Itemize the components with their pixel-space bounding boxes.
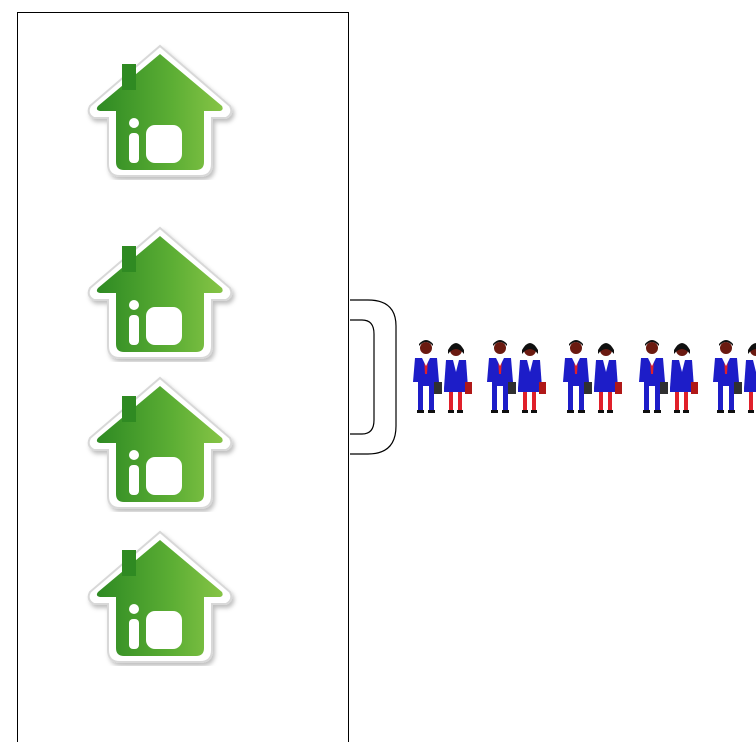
business-couple-icon: [410, 338, 474, 414]
business-couple-icon: [636, 338, 700, 414]
business-couple-icon: [560, 338, 624, 414]
business-couple-icon: [710, 338, 756, 414]
people-row: [410, 338, 756, 414]
house-info-icon: [80, 222, 240, 362]
house-info-icon: [80, 526, 240, 666]
bracket-connector: [348, 296, 400, 458]
business-couple-icon: [484, 338, 548, 414]
house-info-icon: [80, 372, 240, 512]
house-info-icon: [80, 40, 240, 180]
